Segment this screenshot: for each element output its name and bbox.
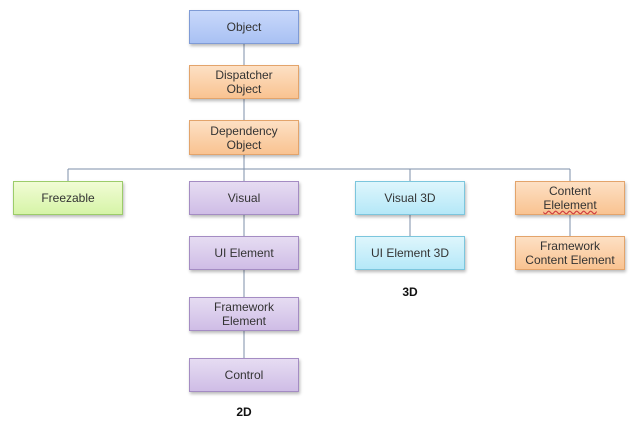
node-content-element-label: Content — [548, 184, 592, 198]
node-visual-3d-label: Visual 3D — [384, 191, 436, 205]
node-ui-element-3d-label: UI Element 3D — [370, 246, 450, 260]
node-dispatcher-object-label: Dispatcher Object — [215, 68, 273, 96]
node-ui-element-label: UI Element — [214, 246, 274, 260]
node-ui-element: UI Element — [189, 236, 299, 270]
node-framework-element-label: Framework Element — [213, 300, 274, 328]
node-content-element: Content Elelement — [515, 181, 625, 215]
node-framework-element: Framework Element — [189, 297, 299, 331]
node-freezable: Freezable — [13, 181, 123, 215]
node-framework-content-element: Framework Content Element — [515, 236, 625, 270]
node-control: Control — [189, 358, 299, 392]
node-content-element-label-line2: Elelement — [543, 198, 597, 212]
node-control-label: Control — [224, 368, 264, 382]
node-dependency-object: Dependency Object — [189, 120, 299, 155]
group-label-2d: 2D — [236, 405, 252, 419]
node-dispatcher-object: Dispatcher Object — [189, 65, 299, 99]
node-object-label: Object — [226, 20, 262, 34]
node-freezable-label: Freezable — [41, 191, 95, 205]
group-label-3d: 3D — [402, 285, 418, 299]
node-visual-3d: Visual 3D — [355, 181, 465, 215]
node-visual: Visual — [189, 181, 299, 215]
node-object: Object — [189, 10, 299, 44]
node-dependency-object-label: Dependency Object — [210, 123, 278, 152]
node-framework-content-element-label: Framework Content Element — [525, 239, 615, 267]
node-visual-label: Visual — [227, 191, 261, 205]
node-ui-element-3d: UI Element 3D — [355, 236, 465, 270]
